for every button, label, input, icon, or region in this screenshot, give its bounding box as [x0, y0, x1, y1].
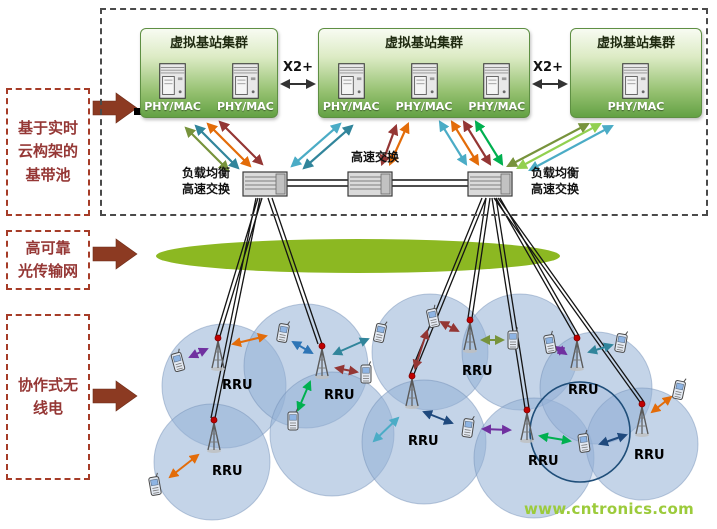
fiber-link: [271, 197, 323, 345]
switch-label-left: 负载均衡 高速交换: [181, 166, 230, 196]
data-flow-arrow: [474, 120, 504, 166]
mobile-phone-icon: [671, 376, 687, 401]
server-unit: PHY/MAC: [468, 63, 525, 113]
data-flow-arrow: [388, 121, 410, 167]
section-arrow-icon: [92, 380, 138, 412]
server-icon: [483, 63, 511, 99]
server-label: PHY/MAC: [468, 100, 526, 113]
wireless-link-arrow: [291, 340, 314, 355]
x2-label-right: X2+: [533, 60, 563, 75]
wireless-link-arrow: [598, 432, 628, 447]
wireless-link-arrow: [372, 416, 400, 443]
fiber-link: [497, 197, 645, 403]
left-panel-radio: 协作式无 线电: [6, 314, 90, 480]
server-unit: PHY/MAC: [607, 63, 665, 113]
server-icon: [337, 63, 365, 99]
left-panel-baseband-label: 基于实时 云构架的 基带池: [17, 119, 78, 184]
switch-label-middle: 高速交换: [350, 150, 399, 164]
section-arrow-icon: [92, 92, 138, 124]
server-label: PHY/MAC: [322, 100, 380, 113]
rru-label: RRU: [408, 434, 439, 449]
server-label: PHY/MAC: [607, 100, 665, 113]
server-unit: PHY/MAC: [395, 63, 453, 113]
x2-label-left: X2+: [283, 60, 313, 75]
wireless-link-arrow: [650, 395, 673, 414]
fiber-link: [267, 197, 319, 345]
server-icon: [622, 63, 650, 99]
wireless-link-arrow: [554, 345, 568, 356]
wireless-link-arrow: [188, 347, 209, 359]
wireless-link-arrow: [422, 410, 454, 425]
server-unit: PHY/MAC: [144, 63, 201, 113]
cluster-box-1: 虚拟基站集群 PHY/MAC PHY/MAC: [140, 28, 278, 118]
server-label: PHY/MAC: [217, 100, 274, 113]
server-row: PHY/MAC PHY/MAC PHY/MAC: [323, 63, 525, 113]
wireless-link-arrow: [587, 342, 614, 355]
left-panel-radio-label: 协作式无 线电: [17, 375, 78, 417]
fiber-link: [214, 197, 261, 419]
data-flow-arrow: [528, 124, 614, 172]
fiber-link: [210, 197, 257, 419]
wireless-link-arrow: [231, 333, 268, 347]
server-unit: PHY/MAC: [217, 63, 274, 113]
section-arrows: [92, 92, 138, 412]
rru-label: RRU: [528, 454, 559, 469]
server-unit: PHY/MAC: [323, 63, 380, 113]
wireless-link-arrow: [412, 329, 430, 370]
data-flow-arrow: [218, 120, 264, 166]
watermark-text: www.cntronics.com: [524, 500, 695, 518]
legend-square: [134, 108, 141, 115]
rru-label: RRU: [634, 448, 665, 463]
wireless-link-arrow: [538, 432, 572, 445]
mobile-phone-icon: [360, 361, 372, 384]
fiber-link: [471, 197, 491, 319]
baseband-pool-boundary: [100, 8, 708, 216]
cluster-box-2: 虚拟基站集群 PHY/MAC PHY/MAC PHY/MAC: [318, 28, 530, 118]
section-arrow-icon: [92, 238, 138, 270]
left-panel-optical-label: 高可靠 光传输网: [17, 238, 78, 280]
rru-label: RRU: [462, 364, 493, 379]
server-row: PHY/MAC PHY/MAC: [144, 63, 274, 113]
rru-label: RRU: [568, 383, 599, 398]
cluster-box-3: 虚拟基站集群 PHY/MAC: [570, 28, 702, 118]
fiber-link: [495, 197, 530, 409]
fiber-link: [467, 197, 487, 319]
fiber-link: [493, 197, 641, 403]
rru-label: RRU: [222, 378, 253, 393]
rru-label: RRU: [324, 388, 355, 403]
fiber-link: [495, 197, 576, 337]
wireless-link-arrow: [168, 453, 200, 479]
cluster-title: 虚拟基站集群: [596, 36, 675, 51]
fiber-links: [210, 197, 645, 419]
phone-rru-arrows: [168, 321, 673, 479]
server-row: PHY/MAC: [607, 63, 665, 113]
switch-label-right: 负载均衡 高速交换: [530, 166, 579, 196]
server-icon: [410, 63, 438, 99]
mobile-phone-icon: [507, 327, 519, 350]
wireless-link-arrow: [481, 424, 512, 435]
rru-label: RRU: [212, 464, 243, 479]
cell-coverage-circles: [153, 293, 699, 521]
server-label: PHY/MAC: [144, 100, 201, 113]
cluster-title: 虚拟基站集群: [384, 36, 463, 51]
wireless-link-arrow: [296, 380, 312, 412]
left-panel-baseband: 基于实时 云构架的 基带池: [6, 88, 90, 216]
server-icon: [159, 63, 186, 99]
server-label: PHY/MAC: [395, 100, 453, 113]
wireless-link-arrow: [334, 364, 359, 376]
server-icon: [232, 63, 259, 99]
data-flow-arrow: [302, 124, 354, 170]
fiber-link: [499, 197, 580, 337]
trunk-links: [287, 179, 468, 187]
left-panel-optical: 高可靠 光传输网: [6, 230, 90, 290]
cluster-switch-arrows: [184, 120, 614, 172]
fiber-link: [491, 197, 526, 409]
cluster-title: 虚拟基站集群: [169, 36, 248, 51]
cell-circle: [153, 403, 271, 521]
mobile-phone-icon: [287, 408, 299, 431]
wireless-link-arrow: [332, 337, 370, 356]
wireless-link-arrow: [439, 321, 460, 332]
